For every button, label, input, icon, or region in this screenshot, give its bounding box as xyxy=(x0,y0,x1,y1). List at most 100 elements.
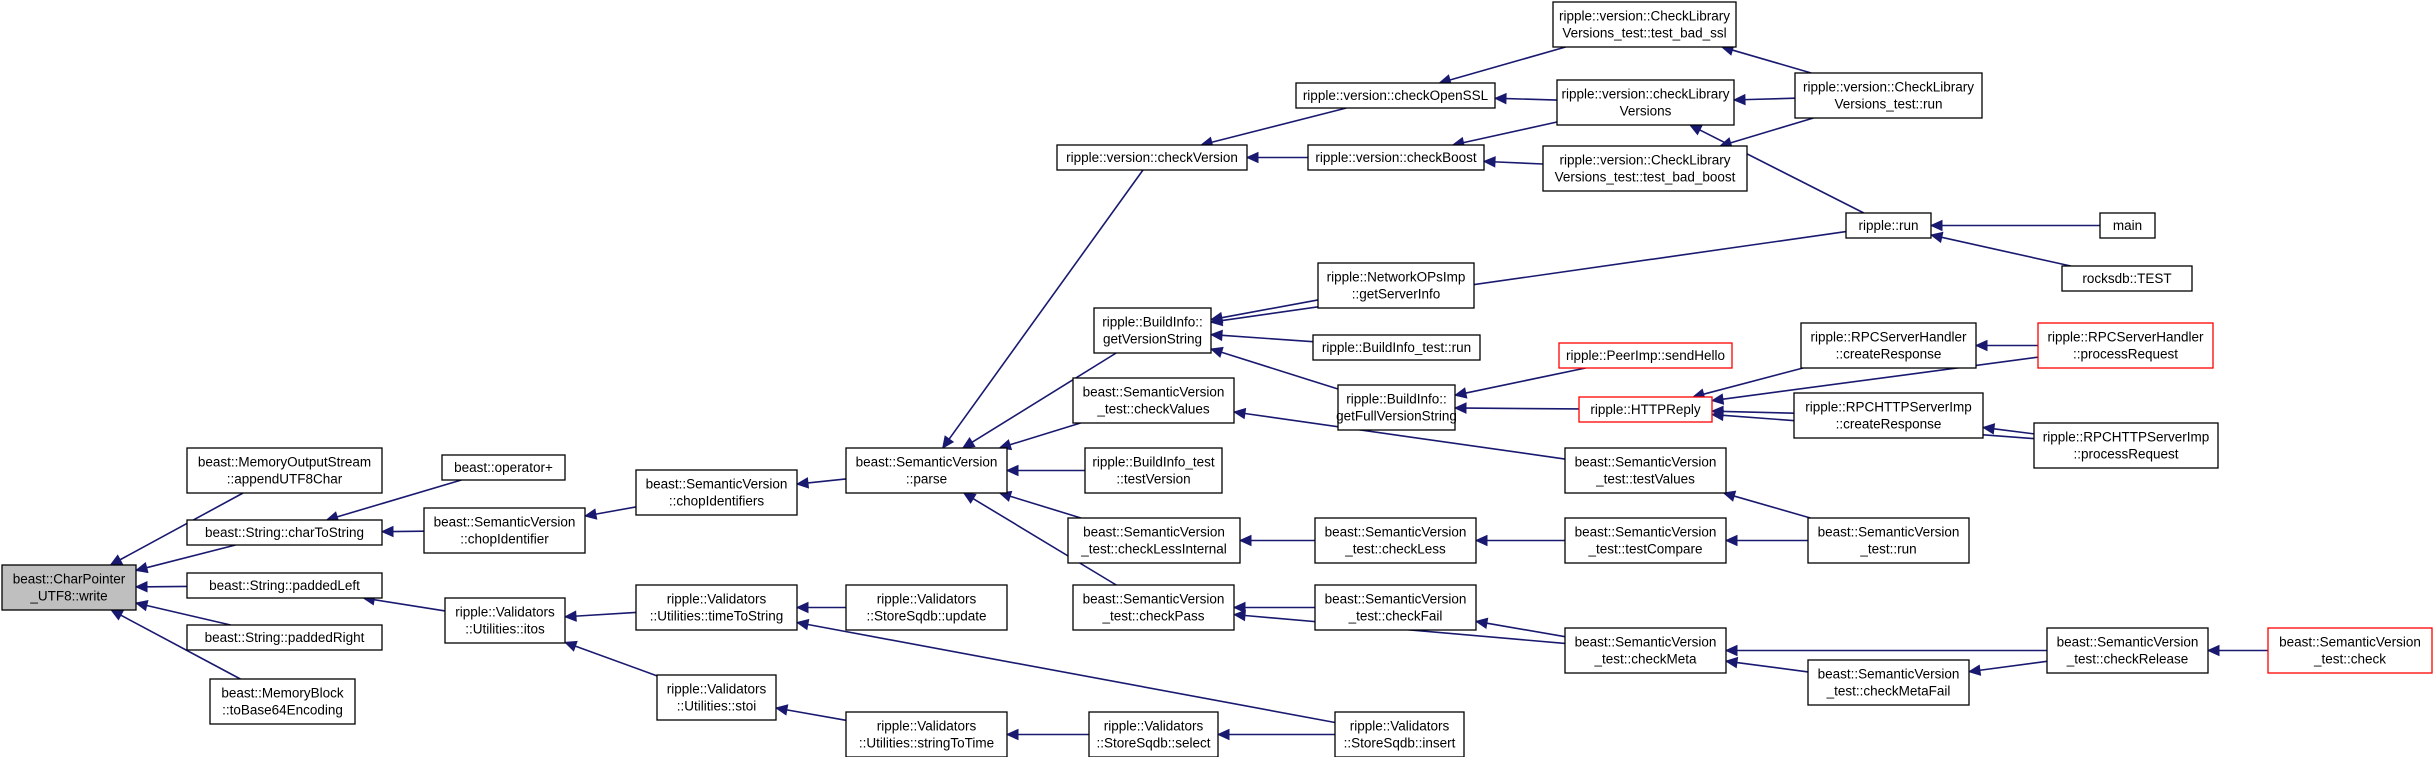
call-edge-sv_parse-to-sv_chopidentifiers xyxy=(795,477,847,489)
node-rpcsh-createresponse[interactable]: ripple::RPCServerHandler::createResponse xyxy=(1800,322,1977,369)
node-box xyxy=(1314,584,1477,631)
call-edge-bit_run-to-bi_getversionstring xyxy=(1209,329,1314,343)
node-label: rocksdb::TEST xyxy=(2082,271,2171,286)
node-box xyxy=(1794,72,1983,119)
node-sv-parse[interactable]: beast::SemanticVersion::parse xyxy=(845,447,1008,494)
call-edge-bit_testversion-to-sv_parse xyxy=(1005,464,1085,477)
arrowhead-icon xyxy=(134,580,148,593)
node-label: ::Utilities::stringToTime xyxy=(859,736,994,751)
node-val-select[interactable]: ripple::Validators::StoreSqdb::select xyxy=(1088,711,1219,757)
node-val-stoi[interactable]: ripple::Validators::Utilities::stoi xyxy=(656,674,777,721)
node-box xyxy=(1558,342,1733,369)
call-edge-rv_checkopenssl-to-rv_checkversion xyxy=(1199,107,1347,148)
node-svt-checkrelease[interactable]: beast::SemanticVersion_test::checkReleas… xyxy=(2046,627,2209,674)
arrowhead-icon xyxy=(795,618,810,631)
arrowhead-icon xyxy=(563,640,578,652)
node-box xyxy=(2033,422,2219,469)
node-str-paddedright[interactable]: beast::String::paddedRight xyxy=(186,624,383,651)
node-label: ripple::RPCServerHandler xyxy=(1810,330,1967,345)
node-ripple-run[interactable]: ripple::run xyxy=(1845,212,1932,239)
node-label: beast::SemanticVersion xyxy=(1083,592,1225,607)
node-svt-checkmeta[interactable]: beast::SemanticVersion_test::checkMeta xyxy=(1564,627,1727,674)
node-bit-testversion[interactable]: ripple::BuildInfo_test::testVersion xyxy=(1084,447,1223,494)
node-box xyxy=(186,519,383,546)
node-bi-getfullversionstring[interactable]: ripple::BuildInfo::getFullVersionString xyxy=(1336,384,1457,431)
node-val-timetostring[interactable]: ripple::Validators::Utilities::timeToStr… xyxy=(635,584,798,631)
call-edge-rpcsh_createresponse-to-http_reply xyxy=(1691,367,1804,400)
call-edge-rpcsh_processrequest-to-http_reply xyxy=(1710,356,2039,405)
node-svt-checkfail[interactable]: beast::SemanticVersion_test::checkFail xyxy=(1314,584,1477,631)
node-mos-append[interactable]: beast::MemoryOutputStream::appendUTF8Cha… xyxy=(186,447,383,494)
node-rv-checkboost[interactable]: ripple::version::checkBoost xyxy=(1307,144,1485,171)
node-rvt-badboost[interactable]: ripple::version::CheckLibraryVersions_te… xyxy=(1542,145,1748,192)
node-label: beast::CharPointer xyxy=(13,572,126,587)
node-op-plus[interactable]: beast::operator+ xyxy=(441,454,566,481)
arrowhead-icon xyxy=(1232,609,1246,622)
node-svt-testvalues[interactable]: beast::SemanticVersion_test::testValues xyxy=(1564,447,1727,494)
node-str-chartostring[interactable]: beast::String::charToString xyxy=(186,519,383,546)
node-box xyxy=(1800,322,1977,369)
node-label: _test::checkLess xyxy=(1344,542,1446,557)
arrowhead-icon xyxy=(795,477,810,489)
node-svt-check[interactable]: beast::SemanticVersion_test::check xyxy=(2267,627,2433,674)
node-http-reply[interactable]: ripple::HTTPReply xyxy=(1578,396,1713,423)
node-bit-run[interactable]: ripple::BuildInfo_test::run xyxy=(1312,334,1481,361)
node-sv-chopidentifier[interactable]: beast::SemanticVersion::chopIdentifier xyxy=(423,507,586,554)
node-box xyxy=(1564,627,1727,674)
node-svt-checkvalues[interactable]: beast::SemanticVersion_test::checkValues xyxy=(1072,377,1235,424)
node-svt-checkmetafail[interactable]: beast::SemanticVersion_test::checkMetaFa… xyxy=(1807,659,1970,706)
node-box xyxy=(1337,384,1456,431)
node-box xyxy=(1564,447,1727,494)
node-label: ::createResponse xyxy=(1836,347,1942,362)
node-nops-getserverinfo[interactable]: ripple::NetworkOPsImp::getServerInfo xyxy=(1317,262,1475,309)
node-bi-getversionstring[interactable]: ripple::BuildInfo::getVersionString xyxy=(1093,307,1212,354)
node-svt-checklessinternal[interactable]: beast::SemanticVersion_test::checkLessIn… xyxy=(1067,517,1241,564)
node-peer-sendhello[interactable]: ripple::PeerImp::sendHello xyxy=(1558,342,1733,369)
node-sv-chopidentifiers[interactable]: beast::SemanticVersion::chopIdentifiers xyxy=(635,469,798,516)
call-edge-rv_checklibversions-to-rv_checkboost xyxy=(1451,121,1558,149)
node-str-paddedleft[interactable]: beast::String::paddedLeft xyxy=(186,572,383,599)
node-label: beast::SemanticVersion xyxy=(1083,385,1225,400)
node-label: beast::SemanticVersion xyxy=(1818,667,1960,682)
node-box xyxy=(1317,262,1475,309)
node-rpchttp-createresponse[interactable]: ripple::RPCHTTPServerImp::createResponse xyxy=(1793,392,1984,439)
node-rvt-badssl[interactable]: ripple::version::CheckLibraryVersions_te… xyxy=(1552,1,1737,48)
arrowhead-icon xyxy=(1474,534,1488,547)
node-val-stringtotime[interactable]: ripple::Validators::Utilities::stringToT… xyxy=(845,711,1008,757)
node-val-update[interactable]: ripple::Validators::StoreSqdb::update xyxy=(845,584,1008,631)
node-mb-base64[interactable]: beast::MemoryBlock::toBase64Encoding xyxy=(209,678,356,725)
node-svt-checkless[interactable]: beast::SemanticVersion_test::checkLess xyxy=(1314,517,1477,564)
node-rpcsh-processrequest[interactable]: ripple::RPCServerHandler::processRequest xyxy=(2037,322,2214,369)
node-box xyxy=(1072,584,1235,631)
node-rv-checkversion[interactable]: ripple::version::checkVersion xyxy=(1056,144,1248,171)
node-label: Versions_test::test_bad_boost xyxy=(1555,170,1736,185)
node-svt-run[interactable]: beast::SemanticVersion_test::run xyxy=(1807,517,1970,564)
node-label: ripple::version::checkVersion xyxy=(1066,150,1238,165)
node-box xyxy=(1793,392,1984,439)
node-box xyxy=(1295,82,1496,109)
call-edge-bi_getfullversionstring-to-bi_getversionstring xyxy=(1209,346,1339,390)
call-edge-bi_getversionstring-to-sv_parse xyxy=(961,352,1117,449)
node-label: _test::checkPass xyxy=(1101,609,1204,624)
node-label: ::parse xyxy=(906,472,947,487)
call-edge-svt_testcompare-to-svt_checkless xyxy=(1474,534,1565,547)
call-edge-val_insert-to-val_select xyxy=(1216,728,1335,741)
node-svt-testcompare[interactable]: beast::SemanticVersion_test::testCompare xyxy=(1564,517,1727,564)
node-label: _test::checkLessInternal xyxy=(1080,542,1227,557)
node-rocksdb-test[interactable]: rocksdb::TEST xyxy=(2061,265,2193,292)
node-val-itos[interactable]: ripple::Validators::Utilities::itos xyxy=(444,597,566,644)
node-cp-write[interactable]: beast::CharPointer_UTF8::write xyxy=(1,564,137,611)
node-main[interactable]: main xyxy=(2099,212,2156,239)
node-label: beast::operator+ xyxy=(454,460,553,475)
node-label: Versions_test::test_bad_ssl xyxy=(1562,26,1726,41)
node-svt-checkpass[interactable]: beast::SemanticVersion_test::checkPass xyxy=(1072,584,1235,631)
node-rpchttp-processrequest[interactable]: ripple::RPCHTTPServerImp::processRequest xyxy=(2033,422,2219,469)
node-box xyxy=(1564,517,1727,564)
node-rvt-run[interactable]: ripple::version::CheckLibraryVersions_te… xyxy=(1794,72,1983,119)
node-val-insert[interactable]: ripple::Validators::StoreSqdb::insert xyxy=(1334,711,1465,757)
call-edge-rv_checklibversions-to-rv_checkopenssl xyxy=(1493,92,1558,105)
node-rv-checkopenssl[interactable]: ripple::version::checkOpenSSL xyxy=(1295,82,1496,109)
call-edge-svt_testvalues-to-svt_checkvalues xyxy=(1232,407,1566,460)
